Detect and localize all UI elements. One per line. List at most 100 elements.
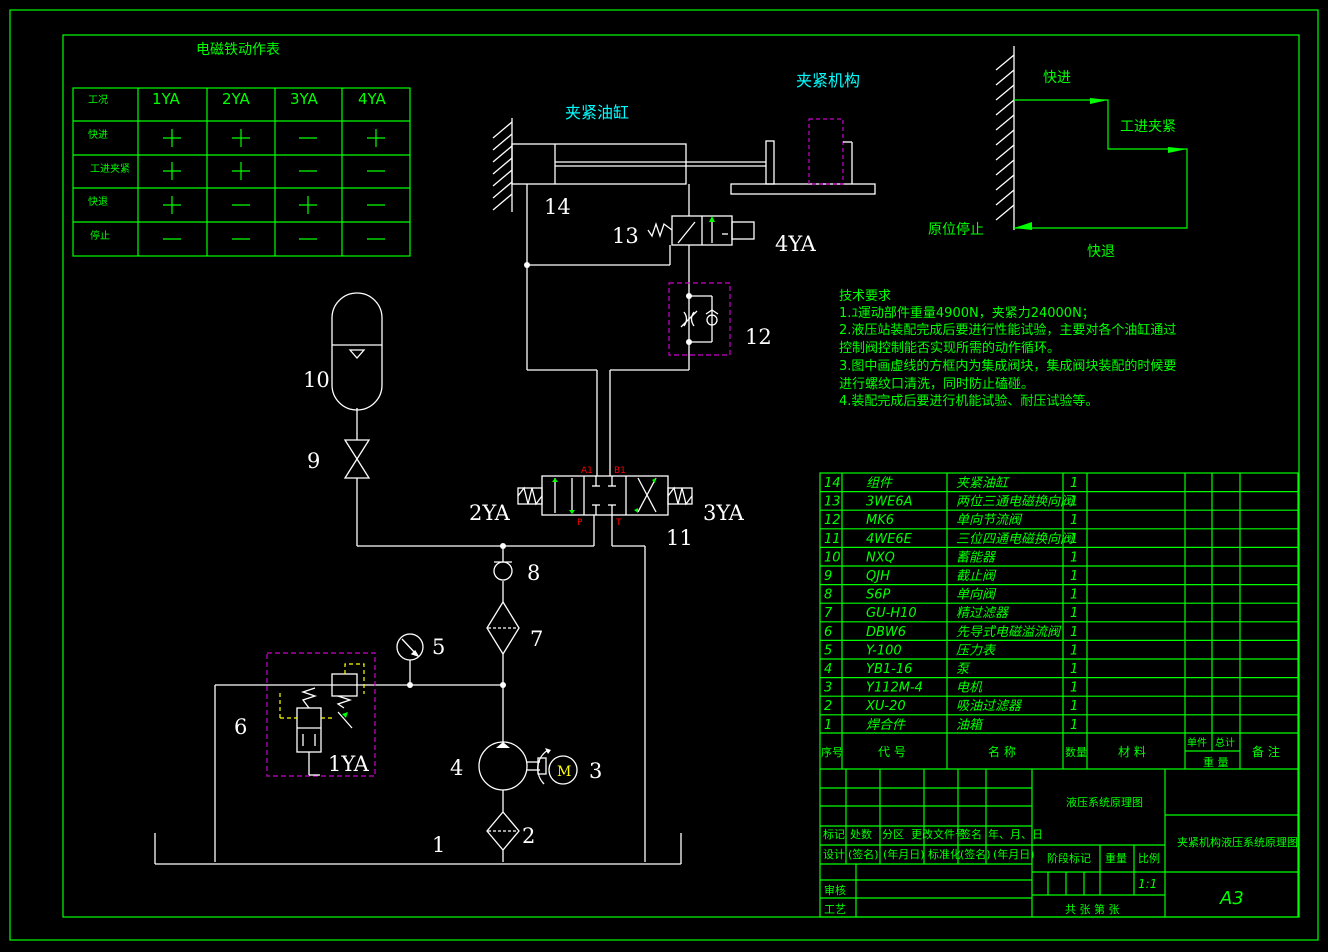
design-label: 设计	[823, 848, 845, 861]
revision-label: 签名	[960, 827, 982, 841]
sign-cell	[232, 129, 250, 147]
parts-cell-no: 8	[824, 588, 832, 603]
parts-cell-no: 1	[824, 718, 832, 733]
parts-cell-no: 13	[824, 495, 841, 510]
parts-header: 总计	[1215, 736, 1235, 749]
filter-7	[486, 600, 520, 656]
parts-cell-code: 3WE6A	[866, 495, 913, 510]
revision-label: 处数	[850, 828, 872, 841]
label-11: 11	[666, 526, 693, 550]
tech-req-line: 控制阀控制能否实现所需的动作循环。	[839, 340, 1060, 356]
port-b1-label: B1	[614, 466, 626, 476]
parts-cell-name: 先导式电磁溢流阀	[956, 625, 1062, 640]
drawing-name: 液压系统原理图	[1066, 795, 1143, 809]
clamp-label: 夹紧机构	[796, 71, 860, 90]
parts-cell-qty: 1	[1070, 625, 1078, 640]
solenoid-action-table: 电磁铁动作表 工况 1YA 2YA 3YA 4YA 快进 工进夹紧 快退 停止	[72, 42, 411, 257]
parts-header: 备 注	[1252, 744, 1280, 759]
scale-value: 1:1	[1138, 877, 1157, 891]
sheet-count: 共 张 第 张	[1065, 902, 1120, 916]
parts-cell-name: 蓄能器	[956, 550, 996, 565]
label-12: 12	[745, 325, 772, 349]
parts-header: 数量	[1065, 746, 1087, 759]
solenoid-4ya-label: 4YA	[775, 232, 817, 256]
parts-cell-code: QJH	[866, 569, 890, 584]
label-10: 10	[303, 368, 330, 392]
tech-req-line: 3.图中画虚线的方框内为集成阀块，集成阀块装配的时候要	[839, 358, 1176, 374]
clamp-cylinder-14	[492, 118, 876, 212]
design-label: 标准化	[928, 847, 961, 861]
parts-header: 单件	[1187, 737, 1207, 749]
directional-valve-11	[517, 475, 693, 516]
revision-label: 分区	[882, 828, 904, 841]
valve-13-2way3way	[647, 215, 755, 246]
parts-cell-qty: 1	[1070, 662, 1078, 677]
parts-cell-name: 单向节流阀	[956, 513, 1023, 528]
outer-frame	[9, 9, 1319, 941]
throttle-valve-12	[680, 295, 719, 343]
parts-cell-no: 7	[824, 606, 833, 621]
parts-cell-code: XU-20	[865, 699, 906, 714]
parts-header: 代 号	[878, 745, 906, 759]
parts-cell-qty: 1	[1070, 718, 1078, 733]
revision-label: 更改文件号	[911, 827, 966, 841]
parts-cell-code: S6P	[866, 588, 891, 603]
table-header-3ya: 3YA	[290, 90, 319, 108]
parts-cell-code: 组件	[866, 476, 893, 491]
parts-cell-no: 9	[824, 569, 832, 584]
table-header-4ya: 4YA	[358, 90, 387, 108]
parts-cell-qty: 1	[1070, 606, 1078, 621]
stage-label: 阶段标记	[1047, 851, 1091, 865]
tech-req-line: 进行螺纹口清洗，同时防止磕碰。	[839, 376, 1034, 392]
design-label: (签名)	[960, 847, 991, 861]
label-2: 2	[522, 824, 535, 848]
sign-cell	[163, 196, 181, 214]
craft-label: 工艺	[824, 903, 846, 916]
solenoid-2ya-label: 2YA	[469, 501, 511, 525]
table-header-2ya: 2YA	[222, 90, 251, 108]
label-13: 13	[612, 224, 639, 248]
parts-cell-no: 4	[824, 662, 832, 677]
sign-cell	[232, 162, 250, 180]
parts-cell-code: Y112M-4	[866, 681, 923, 696]
tech-req-title: 技术要求	[839, 289, 891, 304]
design-label: (年月日)	[993, 847, 1035, 861]
pump-4	[478, 741, 528, 791]
audit-label: 审核	[824, 883, 846, 897]
parts-cell-name: 夹紧油缸	[956, 475, 1010, 491]
revision-label: 标记	[823, 827, 845, 841]
parts-cell-no: 2	[824, 699, 832, 714]
parts-cell-name: 吸油过滤器	[956, 699, 1022, 714]
sheet-size: A3	[1219, 888, 1244, 909]
parts-cell-code: GU-H10	[866, 606, 917, 621]
revision-label: 年、月、日	[988, 827, 1043, 841]
parts-cell-name: 油箱	[956, 718, 984, 733]
label-8: 8	[527, 561, 540, 585]
parts-header: 材 料	[1118, 745, 1146, 759]
parts-cell-code: YB1-16	[866, 662, 912, 677]
parts-cell-qty: 1	[1070, 532, 1078, 547]
motor-3: M	[527, 748, 578, 785]
mechanism-name: 夹紧机构液压系统原理图	[1177, 835, 1298, 849]
sign-cell	[299, 196, 317, 214]
pressure-gauge-5	[396, 633, 424, 661]
parts-cell-name: 泵	[956, 662, 971, 677]
design-label: (签名)	[848, 847, 879, 861]
table-row-label: 快退	[88, 196, 108, 208]
port-t-label: T	[615, 518, 622, 528]
weight-label: 重量	[1105, 851, 1127, 865]
pipe-lines	[154, 184, 690, 865]
relief-valve-6	[279, 663, 365, 776]
table-header-condition: 工况	[88, 94, 108, 106]
label-1: 1	[432, 833, 445, 857]
design-label: (年月日)	[883, 847, 925, 861]
table-row-label: 工进夹紧	[90, 162, 130, 175]
tech-req-line: 1.ﾕ運动部件重量4900N，夹紧力24000N；	[839, 305, 1095, 321]
label-7: 7	[530, 627, 543, 651]
parts-cell-qty: 1	[1070, 681, 1078, 696]
cycle-fast-return-label: 快退	[1087, 244, 1115, 260]
stop-valve-9	[343, 439, 371, 479]
cycle-work-feed-label: 工进夹紧	[1120, 119, 1176, 135]
